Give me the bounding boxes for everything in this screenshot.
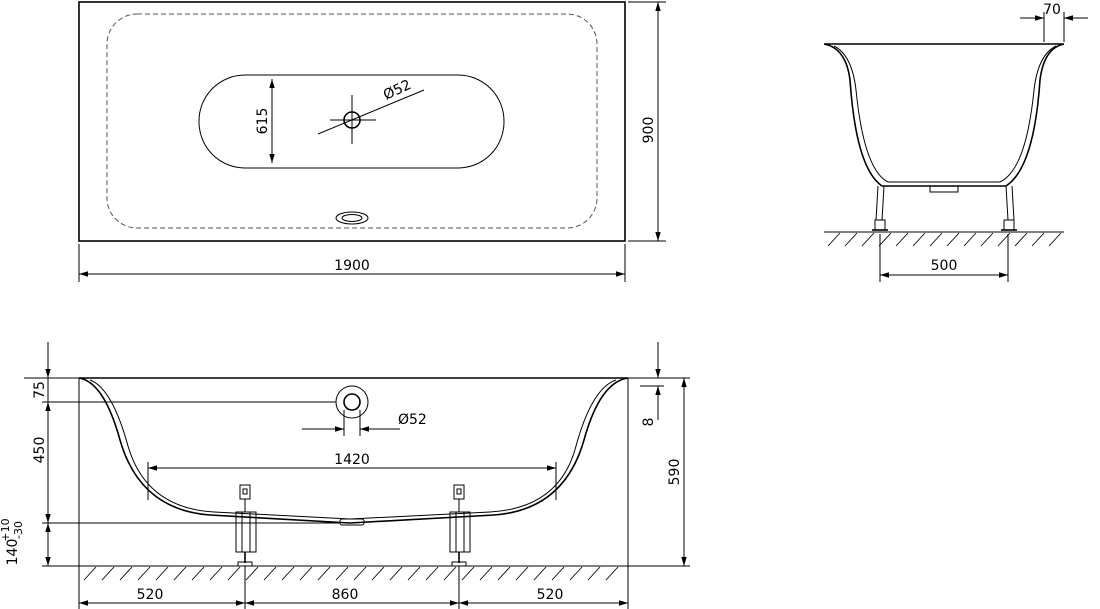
tub-end-profile: [823, 43, 1065, 187]
floor-hatch-line: [317, 566, 331, 581]
oval-width-label: 615: [255, 108, 271, 135]
foot-tolerance-minus-label: -30: [12, 521, 25, 539]
floor-hatch-line: [83, 566, 97, 581]
floor-hatch-line: [137, 566, 151, 581]
floor-hatch-line: [407, 566, 421, 581]
end-view: 70 500: [823, 2, 1088, 282]
overflow-outer-ring: [335, 385, 369, 419]
leg-spacing-side-label: 860: [332, 587, 359, 603]
overflow-inner-ring: [343, 393, 361, 411]
overflow-diameter-label: Ø52: [398, 412, 427, 428]
floor-hatch-line: [425, 566, 439, 581]
floor-hatch-line: [1031, 232, 1045, 247]
floor-hatch-line: [263, 566, 277, 581]
floor-hatch-line: [443, 566, 457, 581]
rim-to-overflow-label: 75: [32, 381, 48, 399]
floor-hatch-line: [497, 566, 511, 581]
leg-offset-right-label: 520: [537, 587, 564, 603]
tub-bottom-oval: [198, 74, 505, 169]
foot-tolerance-plus-label: +10: [0, 518, 12, 541]
tub-inner-dashed-outline: [106, 13, 598, 229]
tub-outline-top: [78, 1, 626, 242]
floor-hatch-line: [227, 566, 241, 581]
floor-hatch-line: [946, 232, 960, 247]
leg-offset-left-label: 520: [137, 587, 164, 603]
tub-width-label: 900: [641, 117, 657, 144]
floor-hatch-line: [533, 566, 547, 581]
floor-hatch-line: [299, 566, 313, 581]
floor-hatch-line: [929, 232, 943, 247]
floor-hatch-line: [191, 566, 205, 581]
floor-hatch-line: [1014, 232, 1028, 247]
floor-hatch-line: [335, 566, 349, 581]
overflow-top-view: [335, 211, 369, 225]
foot-height-label: 140: [5, 539, 21, 566]
total-height-label: 590: [667, 459, 683, 486]
floor-hatch-line: [569, 566, 583, 581]
floor-hatch-line: [461, 566, 475, 581]
floor-hatch-line: [353, 566, 367, 581]
floor-hatch-line: [389, 566, 403, 581]
floor-hatching-side-view: [83, 566, 619, 581]
right-leg: [449, 484, 471, 567]
floor-hatch-line: [827, 232, 841, 247]
floor-hatch-line: [844, 232, 858, 247]
floor-hatch-line: [878, 232, 892, 247]
floor-hatch-line: [245, 566, 259, 581]
floor-hatch-line: [101, 566, 115, 581]
rim-width-label: 70: [1043, 2, 1061, 18]
floor-hatch-line: [605, 566, 619, 581]
drain-diameter-label: Ø52: [381, 77, 414, 104]
tub-length-label: 1900: [334, 258, 370, 274]
floor-hatching-end-view: [827, 232, 1062, 247]
floor-hatch-line: [551, 566, 565, 581]
top-view: 615 Ø52 900 1900: [78, 1, 666, 282]
floor-hatch-line: [479, 566, 493, 581]
floor-hatch-line: [895, 232, 909, 247]
floor-hatch-line: [281, 566, 295, 581]
leg-spacing-end-label: 500: [931, 258, 958, 274]
floor-hatch-line: [173, 566, 187, 581]
floor-hatch-line: [861, 232, 875, 247]
left-leg: [235, 484, 257, 567]
floor-hatch-line: [1048, 232, 1062, 247]
floor-hatch-line: [155, 566, 169, 581]
tub-side-profile: [78, 377, 629, 524]
floor-hatch-line: [371, 566, 385, 581]
tub-depth-label: 450: [32, 437, 48, 464]
floor-hatch-line: [209, 566, 223, 581]
floor-hatch-line: [515, 566, 529, 581]
side-view: Ø52 1420: [0, 342, 690, 609]
floor-hatch-line: [912, 232, 926, 247]
floor-hatch-line: [980, 232, 994, 247]
floor-hatch-line: [119, 566, 133, 581]
rim-thickness-label: 8: [641, 418, 657, 427]
floor-hatch-line: [587, 566, 601, 581]
leg-span-top-label: 1420: [334, 452, 370, 468]
floor-hatch-line: [963, 232, 977, 247]
